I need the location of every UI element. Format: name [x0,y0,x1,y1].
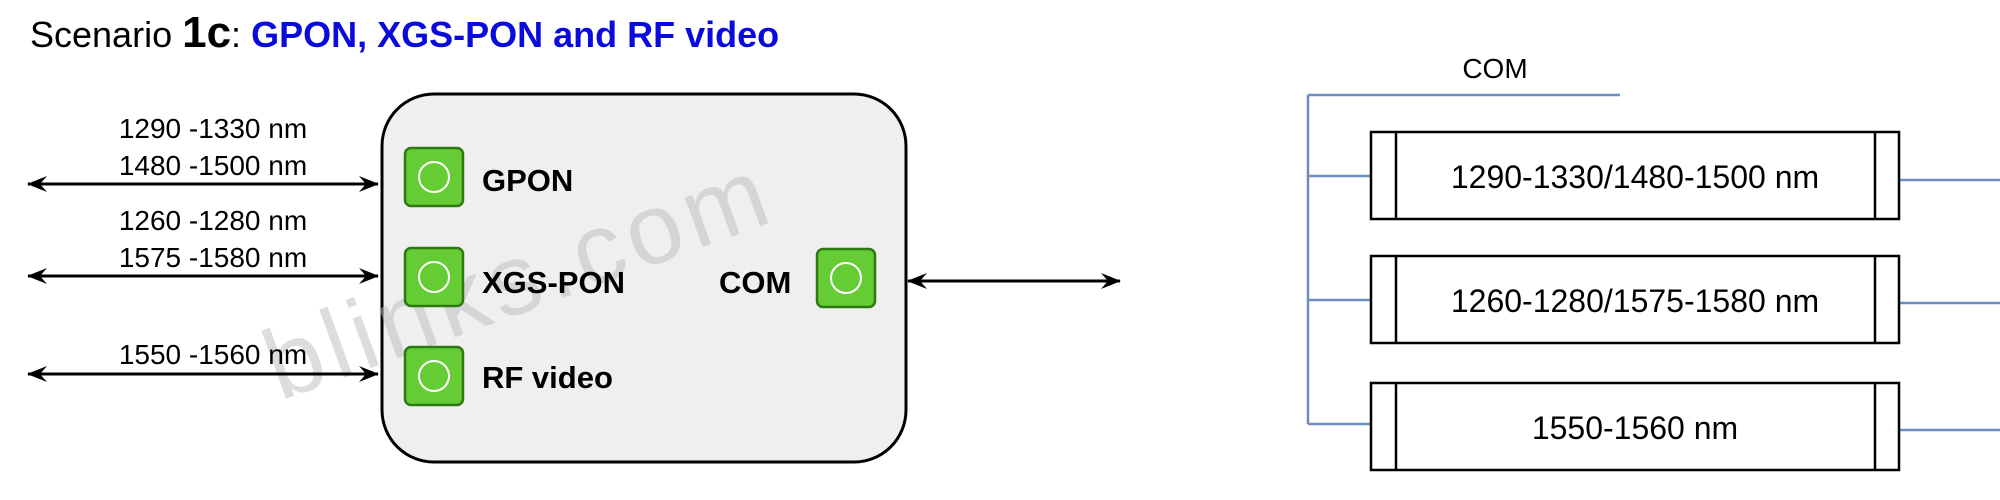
title-main: GPON, XGS-PON and RF video [251,14,780,55]
port-icon-rf-video [403,345,465,407]
wavelength-label: 1480 -1500 nm [119,150,307,181]
port-label-gpon: GPON [482,163,573,198]
port-icon-xgs-pon [403,246,465,308]
device-box [380,92,908,464]
filter-label: 1550-1560 nm [1532,410,1738,446]
filter-box: 1290-1330/1480-1500 nm [1369,130,1901,221]
wavelength-label: 1290 -1330 nm [119,113,307,144]
port-icon-gpon [403,146,465,208]
title-number: 1c [182,8,232,57]
wavelength-label: 1550 -1560 nm [119,339,307,370]
filter-label: 1260-1280/1575-1580 nm [1451,283,1819,319]
port-icon-com [815,247,877,309]
wavelength-label: 1260 -1280 nm [119,205,307,236]
filter-com-label: COM [1462,53,1527,84]
title-prefix: Scenario [30,14,183,55]
wavelength-label: 1575 -1580 nm [119,242,307,273]
filter-box: 1550-1560 nm [1369,381,1901,472]
port-label-rf-video: RF video [482,360,613,395]
title-separator: : [231,14,252,55]
filter-label: 1290-1330/1480-1500 nm [1451,159,1819,195]
page-title: Scenario 1c: GPON, XGS-PON and RF video [30,8,779,58]
filter-bus [1306,93,2000,432]
port-label-xgs-pon: XGS-PON [482,265,625,300]
port-label-com: COM [719,265,791,300]
filter-box: 1260-1280/1575-1580 nm [1369,254,1901,345]
